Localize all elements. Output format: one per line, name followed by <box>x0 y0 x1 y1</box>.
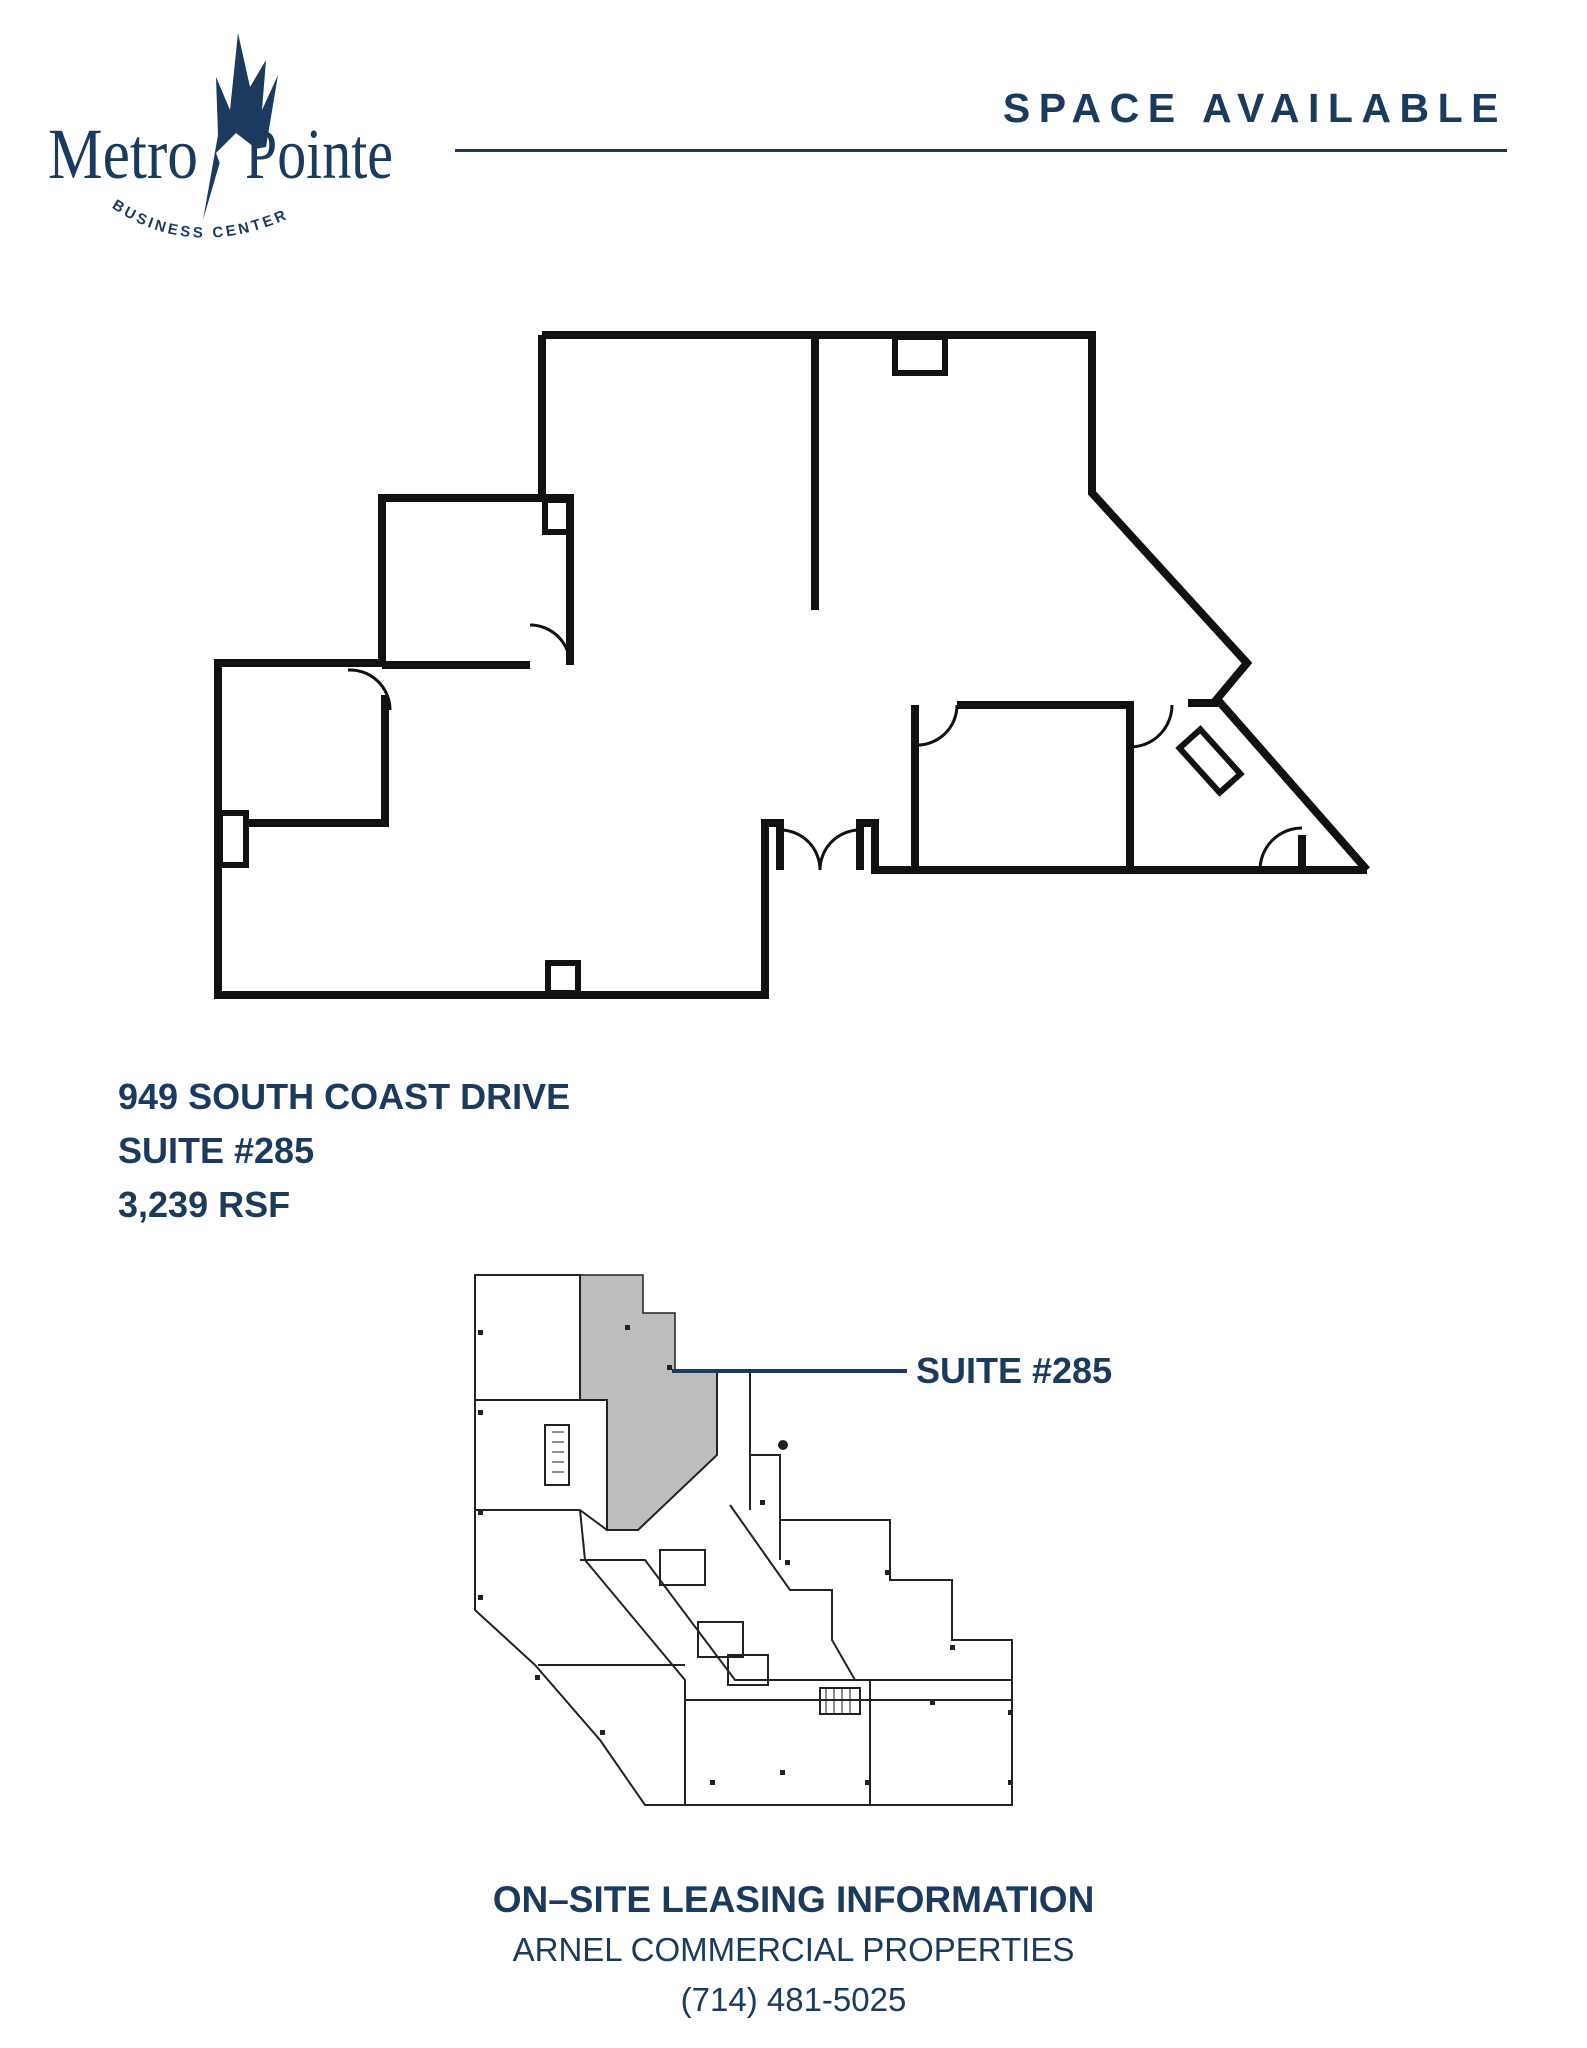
door-swing <box>529 623 572 666</box>
stair-core <box>544 1424 570 1486</box>
header-divider <box>455 149 1507 152</box>
structural-column <box>542 497 572 535</box>
logo-word-pointe: Pointe <box>245 114 393 194</box>
leasing-info-block: ON–SITE LEASING INFORMATION ARNEL COMMER… <box>0 1875 1587 2025</box>
suite-floor-plan <box>214 331 1371 999</box>
suite-callout-leader <box>672 1369 907 1373</box>
logo-tagline: BUSINESS CENTER <box>109 196 291 241</box>
suite-callout-label: SUITE #285 <box>916 1350 1113 1391</box>
logo-crown-mark <box>203 33 278 220</box>
suite-info-block: 949 SOUTH COAST DRIVE SUITE #285 3,239 R… <box>118 1070 570 1232</box>
floor-plan-outer-wall <box>542 331 1371 873</box>
suite-number: SUITE #285 <box>118 1130 315 1171</box>
logo-word-metro: Metro <box>48 114 198 194</box>
leasing-phone: (714) 481-5025 <box>680 1981 907 2018</box>
suite-address: 949 SOUTH COAST DRIVE <box>118 1076 571 1117</box>
metro-pointe-logo: Metro Pointe BUSINESS CENTER <box>48 33 393 242</box>
suite-area: 3,239 RSF <box>118 1184 291 1225</box>
suite-285-highlight <box>579 1274 718 1531</box>
building-site-plan <box>474 1274 1013 1806</box>
page-title: SPACE AVAILABLE <box>1002 85 1507 131</box>
leasing-company: ARNEL COMMERCIAL PROPERTIES <box>512 1931 1075 1968</box>
leasing-heading: ON–SITE LEASING INFORMATION <box>492 1879 1095 1920</box>
